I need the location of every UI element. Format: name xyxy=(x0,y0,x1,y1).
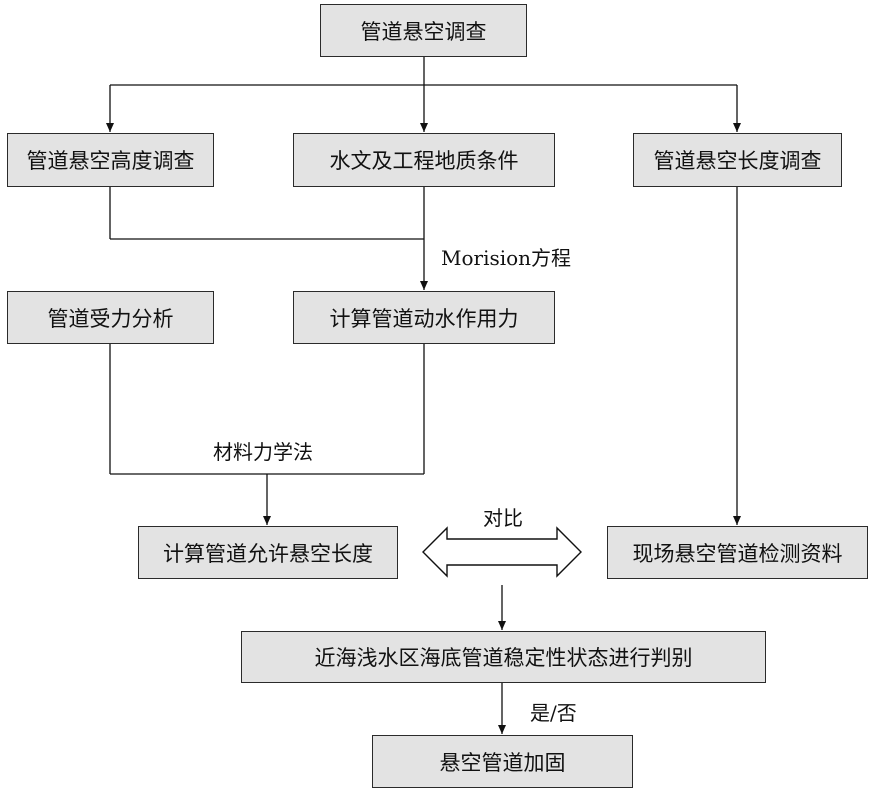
label-material-mechanics: 材料力学法 xyxy=(213,436,313,465)
label-compare: 对比 xyxy=(483,502,523,531)
node-force-analysis: 管道受力分析 xyxy=(7,291,214,344)
label-morison-equation: Morision方程 xyxy=(441,242,571,271)
compare-double-arrow xyxy=(423,528,581,576)
node-allowable-span-length: 计算管道允许悬空长度 xyxy=(138,526,398,579)
node-field-inspection-data: 现场悬空管道检测资料 xyxy=(607,526,868,579)
node-hydro-geo-conditions: 水文及工程地质条件 xyxy=(293,133,555,187)
node-span-reinforcement: 悬空管道加固 xyxy=(372,735,633,788)
node-stability-judgment: 近海浅水区海底管道稳定性状态进行判别 xyxy=(241,631,766,683)
node-pipeline-span-survey: 管道悬空调查 xyxy=(320,4,527,57)
node-span-height-survey: 管道悬空高度调查 xyxy=(7,133,214,187)
node-hydrodynamic-force: 计算管道动水作用力 xyxy=(293,291,555,344)
label-yes-no: 是/否 xyxy=(530,697,577,726)
node-span-length-survey: 管道悬空长度调查 xyxy=(633,133,842,187)
